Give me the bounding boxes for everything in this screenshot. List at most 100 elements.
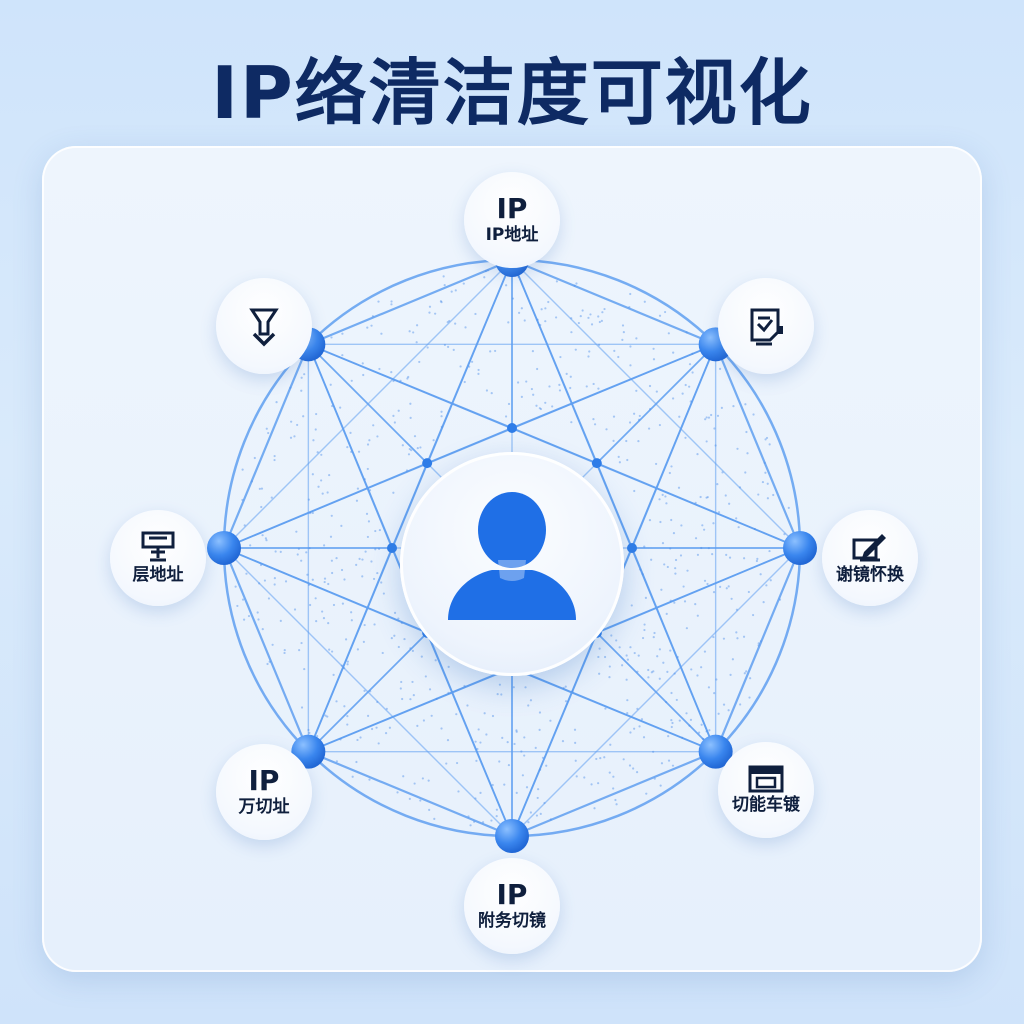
speckle bbox=[701, 737, 704, 740]
speckle bbox=[679, 554, 683, 557]
speckle bbox=[462, 282, 465, 285]
speckle bbox=[699, 495, 702, 499]
speckle bbox=[644, 596, 648, 599]
node-lower-left-ip: IP 万切址 bbox=[216, 744, 312, 840]
speckle bbox=[587, 355, 590, 358]
speckle bbox=[592, 382, 595, 386]
speckle bbox=[241, 468, 244, 471]
speckle bbox=[324, 714, 327, 717]
speckle bbox=[477, 372, 480, 375]
speckle bbox=[517, 275, 520, 279]
speckle bbox=[685, 712, 688, 715]
speckle bbox=[539, 407, 543, 411]
speckle bbox=[772, 493, 775, 497]
speckle bbox=[598, 672, 601, 675]
speckle bbox=[474, 797, 477, 800]
speckle bbox=[672, 531, 676, 535]
node-label: 万切址 bbox=[238, 797, 290, 817]
speckle bbox=[670, 718, 673, 722]
speckle bbox=[455, 761, 459, 765]
node-label: 谢镜怀换 bbox=[836, 565, 904, 585]
speckle bbox=[538, 728, 541, 731]
speckle bbox=[344, 638, 348, 641]
speckle bbox=[700, 723, 703, 726]
speckle bbox=[583, 776, 586, 779]
speckle bbox=[415, 341, 418, 344]
speckle bbox=[341, 354, 344, 357]
speckle bbox=[459, 365, 462, 368]
speckle bbox=[419, 446, 422, 449]
speckle bbox=[270, 496, 273, 499]
speckle bbox=[787, 506, 790, 509]
speckle bbox=[373, 623, 376, 626]
speckle bbox=[521, 774, 524, 777]
speckle bbox=[320, 453, 323, 456]
speckle bbox=[661, 493, 664, 496]
speckle bbox=[440, 301, 443, 304]
speckle bbox=[737, 526, 740, 529]
speckle bbox=[442, 275, 445, 278]
speckle bbox=[483, 276, 486, 279]
speckle bbox=[744, 403, 747, 406]
speckle bbox=[670, 725, 673, 729]
speckle bbox=[694, 537, 698, 540]
speckle bbox=[326, 491, 329, 494]
speckle bbox=[629, 646, 632, 649]
speckle bbox=[721, 471, 724, 474]
speckle bbox=[622, 331, 625, 334]
speckle bbox=[590, 323, 594, 326]
speckle bbox=[370, 324, 373, 327]
speckle bbox=[258, 582, 261, 585]
speckle bbox=[587, 316, 590, 319]
speckle bbox=[658, 498, 661, 501]
speckle bbox=[247, 614, 251, 618]
speckle bbox=[676, 655, 679, 659]
speckle bbox=[694, 501, 697, 504]
node-monitor-stand: 层地址 bbox=[110, 510, 206, 606]
speckle bbox=[428, 688, 432, 691]
speckle bbox=[507, 321, 510, 324]
speckle bbox=[346, 663, 349, 666]
speckle bbox=[374, 529, 377, 533]
speckle bbox=[658, 648, 661, 651]
speckle bbox=[748, 696, 751, 699]
speckle bbox=[544, 307, 547, 310]
link-line bbox=[308, 343, 598, 464]
speckle bbox=[419, 799, 422, 802]
speckle bbox=[608, 771, 611, 774]
speckle bbox=[397, 645, 400, 649]
speckle bbox=[714, 444, 717, 447]
window-tray-icon bbox=[748, 765, 784, 793]
speckle bbox=[717, 712, 720, 715]
speckle bbox=[544, 401, 547, 404]
speckle bbox=[570, 421, 573, 424]
speckle bbox=[659, 520, 662, 524]
speckle bbox=[335, 700, 338, 703]
speckle bbox=[674, 558, 678, 562]
speckle bbox=[751, 613, 755, 617]
speckle bbox=[518, 311, 521, 314]
node-window-tray: 切能车镀 bbox=[718, 742, 814, 838]
speckle bbox=[378, 528, 381, 532]
speckle bbox=[712, 522, 715, 525]
speckle bbox=[341, 602, 345, 605]
speckle bbox=[626, 458, 629, 462]
speckle bbox=[704, 418, 707, 421]
speckle bbox=[457, 790, 460, 793]
speckle bbox=[551, 405, 554, 408]
speckle bbox=[564, 700, 568, 703]
speckle bbox=[625, 678, 628, 681]
speckle bbox=[739, 703, 742, 706]
inner-junction-dot bbox=[591, 458, 602, 469]
speckle bbox=[725, 587, 728, 590]
speckle bbox=[743, 672, 746, 675]
speckle bbox=[673, 672, 676, 675]
speckle bbox=[559, 355, 562, 359]
speckle bbox=[562, 686, 565, 690]
speckle bbox=[637, 440, 640, 443]
speckle bbox=[678, 415, 681, 418]
speckle bbox=[638, 414, 641, 418]
speckle bbox=[648, 384, 652, 388]
speckle bbox=[366, 535, 370, 539]
speckle bbox=[535, 814, 539, 817]
